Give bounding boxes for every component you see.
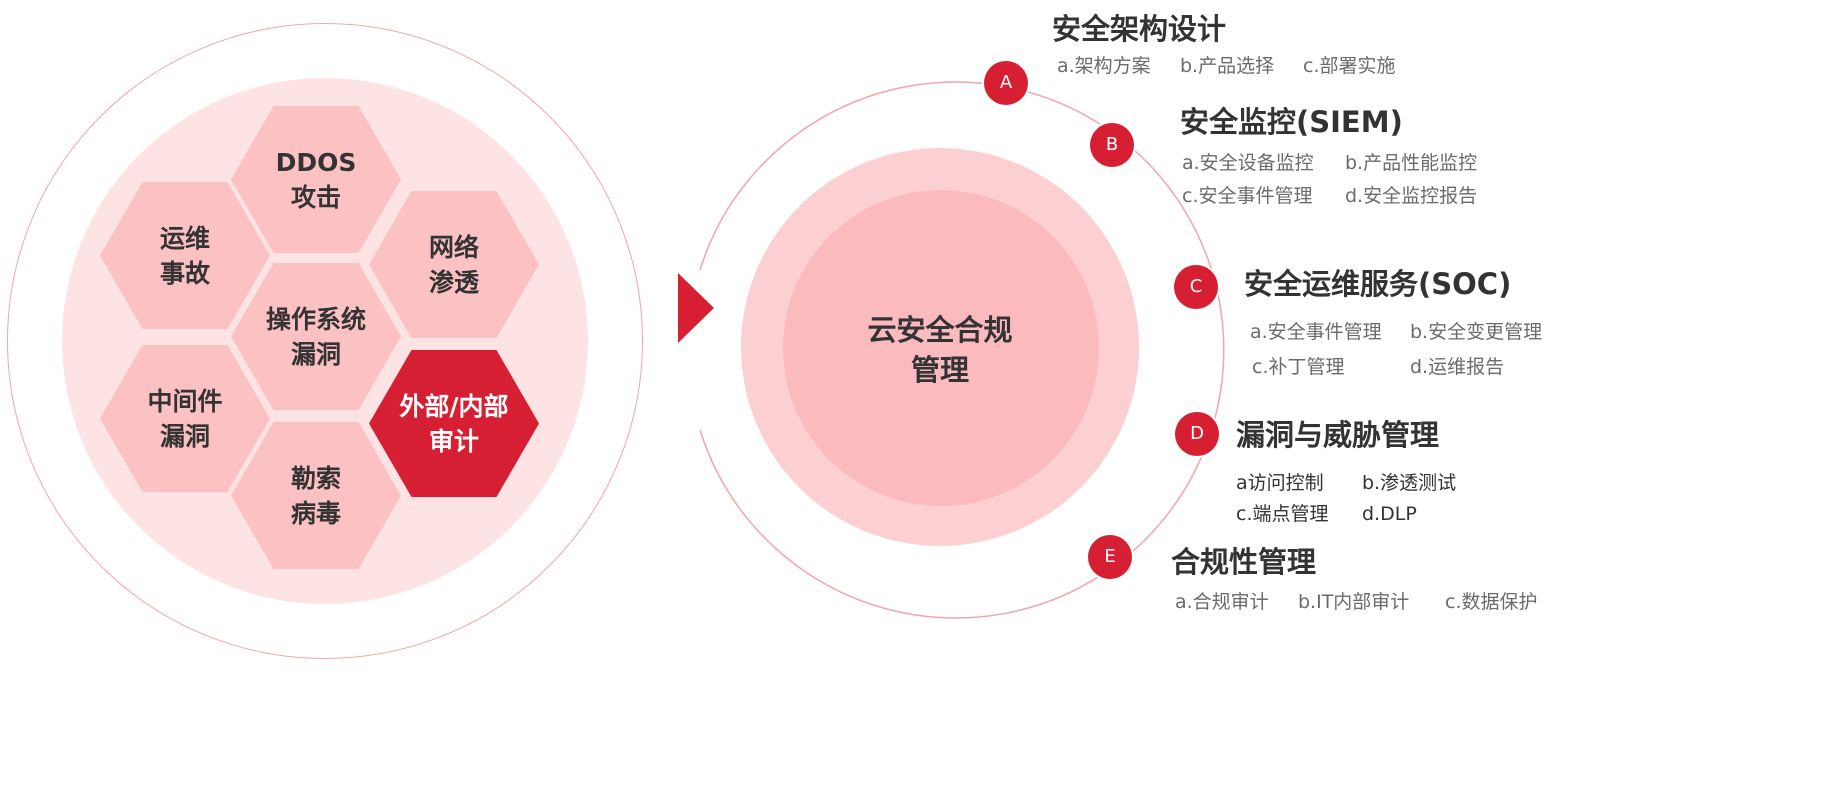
section-a-title: 安全架构设计 <box>1052 12 1227 46</box>
section-c-item-1: a.安全事件管理 <box>1250 321 1382 343</box>
section-b-item-3: c.安全事件管理 <box>1182 185 1313 207</box>
badge-c: C <box>1174 265 1218 309</box>
hex-ddos: DDOS 攻击 <box>231 106 401 253</box>
hex-os-vulnerability-label: 操作系统 漏洞 <box>265 304 366 369</box>
hex-ransomware: 勒索 病毒 <box>231 422 401 569</box>
section-c-title: 安全运维服务(SOC) <box>1244 267 1512 301</box>
section-a-item-1: a.架构方案 <box>1057 55 1151 77</box>
section-c-item-2: b.安全变更管理 <box>1410 321 1543 343</box>
section-d-title: 漏洞与威胁管理 <box>1236 418 1440 452</box>
section-a-item-3: c.部署实施 <box>1303 55 1396 77</box>
section-e-item-3: c.数据保护 <box>1445 591 1538 613</box>
hex-network-penetration-label: 网络 渗透 <box>428 232 479 297</box>
section-e-title: 合规性管理 <box>1171 545 1317 579</box>
orbit-arc-path <box>699 81 1225 619</box>
hex-audit-label: 外部/内部 审计 <box>399 391 509 456</box>
section-b-item-1: a.安全设备监控 <box>1182 152 1314 174</box>
hex-network-penetration: 网络 渗透 <box>369 191 539 338</box>
hex-os-vulnerability: 操作系统 漏洞 <box>231 263 401 410</box>
section-a-item-2: b.产品选择 <box>1180 55 1275 77</box>
section-d-item-1: a访问控制 <box>1236 472 1324 494</box>
section-e-item-2: b.IT内部审计 <box>1298 591 1410 613</box>
core-label: 云安全合规 管理 <box>867 313 1013 387</box>
section-c-item-3: c.补丁管理 <box>1252 356 1345 378</box>
hex-middleware-vulnerability-label: 中间件 漏洞 <box>147 386 223 451</box>
badge-a: A <box>984 61 1028 105</box>
section-c-item-4: d.运维报告 <box>1410 356 1505 378</box>
badge-d: D <box>1175 412 1219 456</box>
section-e-item-1: a.合规审计 <box>1175 591 1269 613</box>
section-d-item-3: c.端点管理 <box>1236 503 1329 525</box>
hex-ops-incident-label: 运维 事故 <box>159 223 210 288</box>
hex-ransomware-label: 勒索 病毒 <box>290 463 341 528</box>
badge-e: E <box>1088 535 1132 579</box>
section-b-item-2: b.产品性能监控 <box>1345 152 1478 174</box>
section-d-item-4: d.DLP <box>1362 503 1417 525</box>
hex-ddos-label: DDOS 攻击 <box>275 147 357 212</box>
badge-b: B <box>1090 123 1134 167</box>
section-b-title: 安全监控(SIEM) <box>1180 105 1403 139</box>
section-b-item-4: d.安全监控报告 <box>1345 185 1478 207</box>
hex-audit: 外部/内部 审计 <box>369 350 539 497</box>
core-inner-circle <box>783 190 1099 506</box>
section-d-item-2: b.渗透测试 <box>1362 472 1457 494</box>
